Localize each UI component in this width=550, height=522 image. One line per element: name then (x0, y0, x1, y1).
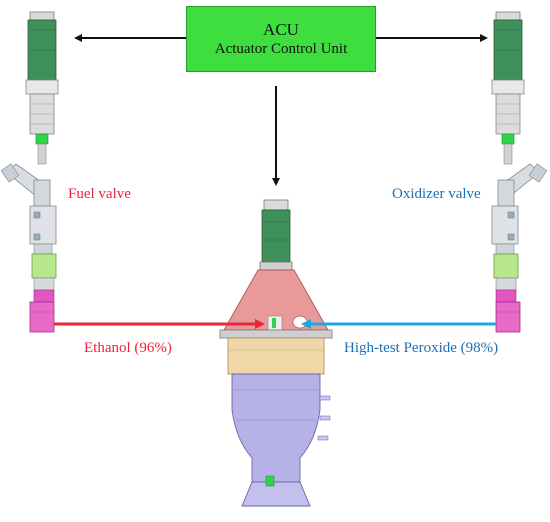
oxidizer-valve-assembly (491, 11, 548, 333)
acu-box: ACU Actuator Control Unit (186, 6, 376, 72)
fuel-valve-assembly (0, 11, 59, 333)
engine-assembly (219, 199, 333, 507)
oxidizer-valve-label: Oxidizer valve (392, 186, 481, 202)
acu-title: ACU (263, 19, 299, 39)
ethanol-label: Ethanol (96%) (84, 340, 172, 356)
fuel-valve-label: Fuel valve (68, 186, 131, 202)
peroxide-label: High-test Peroxide (98%) (344, 340, 499, 356)
acu-subtitle: Actuator Control Unit (214, 40, 348, 57)
